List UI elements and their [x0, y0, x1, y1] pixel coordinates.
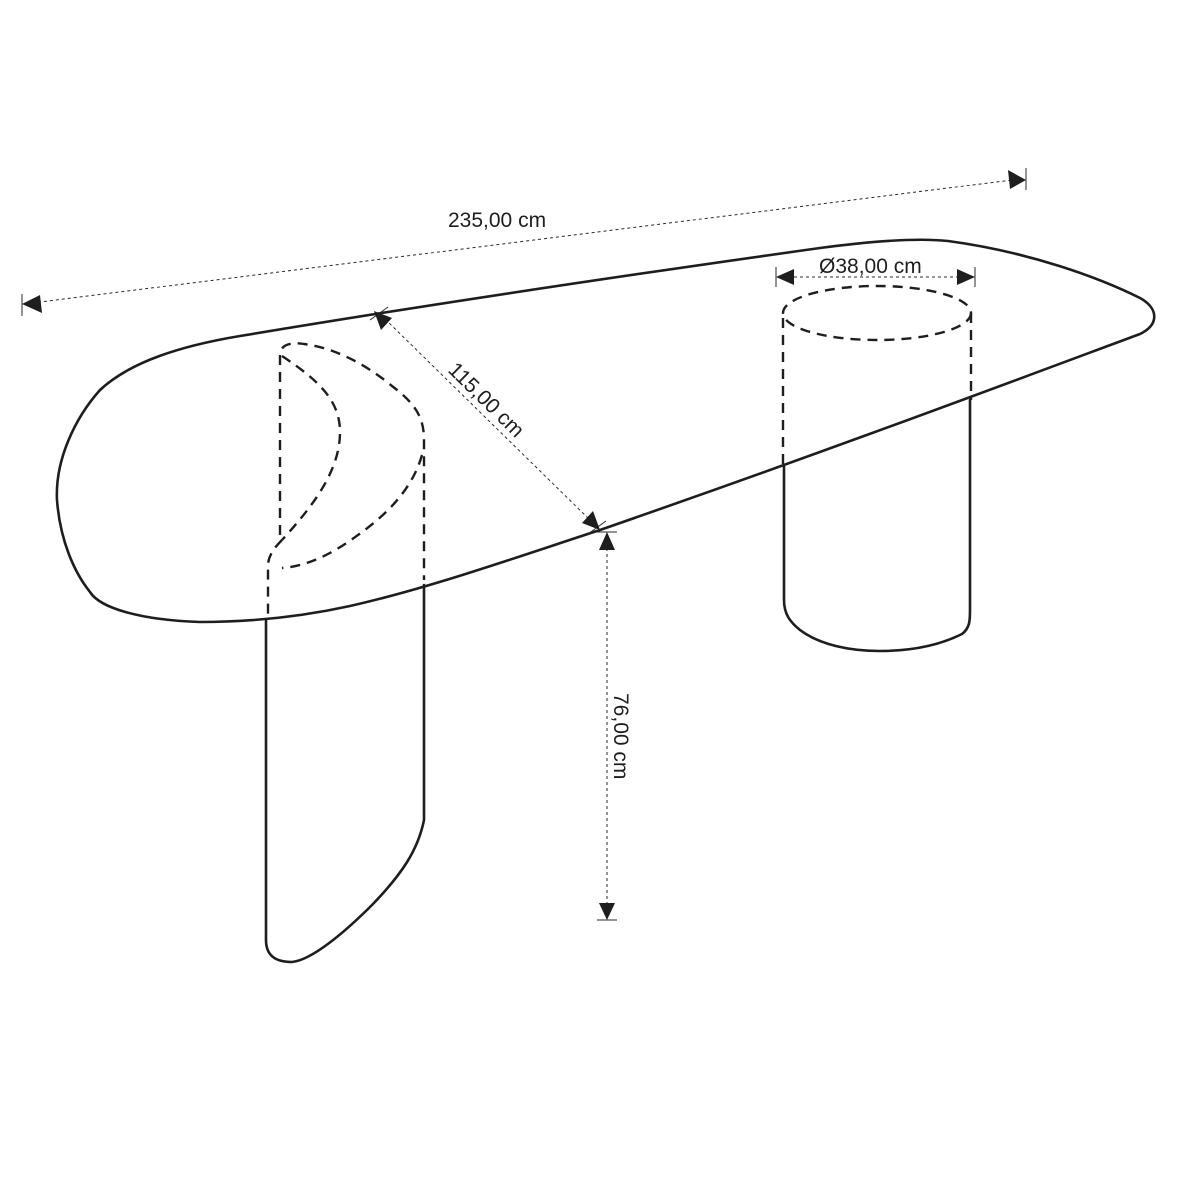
diameter-arrow-right: [957, 269, 975, 285]
length-arrow-right: [1008, 170, 1026, 189]
right-leg-hidden-edges: [781, 284, 973, 466]
width-arrow-bottom: [582, 511, 600, 530]
height-dimension: 76,00 cm: [597, 531, 632, 921]
right-leg-outline: [782, 398, 972, 653]
leg-diameter-dimension: Ø38,00 cm: [775, 255, 976, 287]
height-label: 76,00 cm: [609, 693, 632, 779]
length-arrow-left: [22, 295, 42, 313]
left-leg-outline: [264, 583, 426, 964]
width-dimension: 115,00 cm: [369, 306, 607, 535]
height-arrow-top: [599, 532, 615, 550]
length-label: 235,00 cm: [448, 209, 546, 232]
height-arrow-bottom: [599, 903, 615, 920]
tabletop-outline: [55, 238, 1156, 624]
leg-diameter-label: Ø38,00 cm: [819, 255, 922, 278]
width-label: 115,00 cm: [443, 358, 528, 442]
diameter-arrow-left: [776, 269, 794, 285]
left-leg-hidden-edges: [266, 342, 426, 620]
width-arrow-top: [374, 311, 392, 330]
length-dimension: 235,00 cm: [21, 168, 1027, 316]
